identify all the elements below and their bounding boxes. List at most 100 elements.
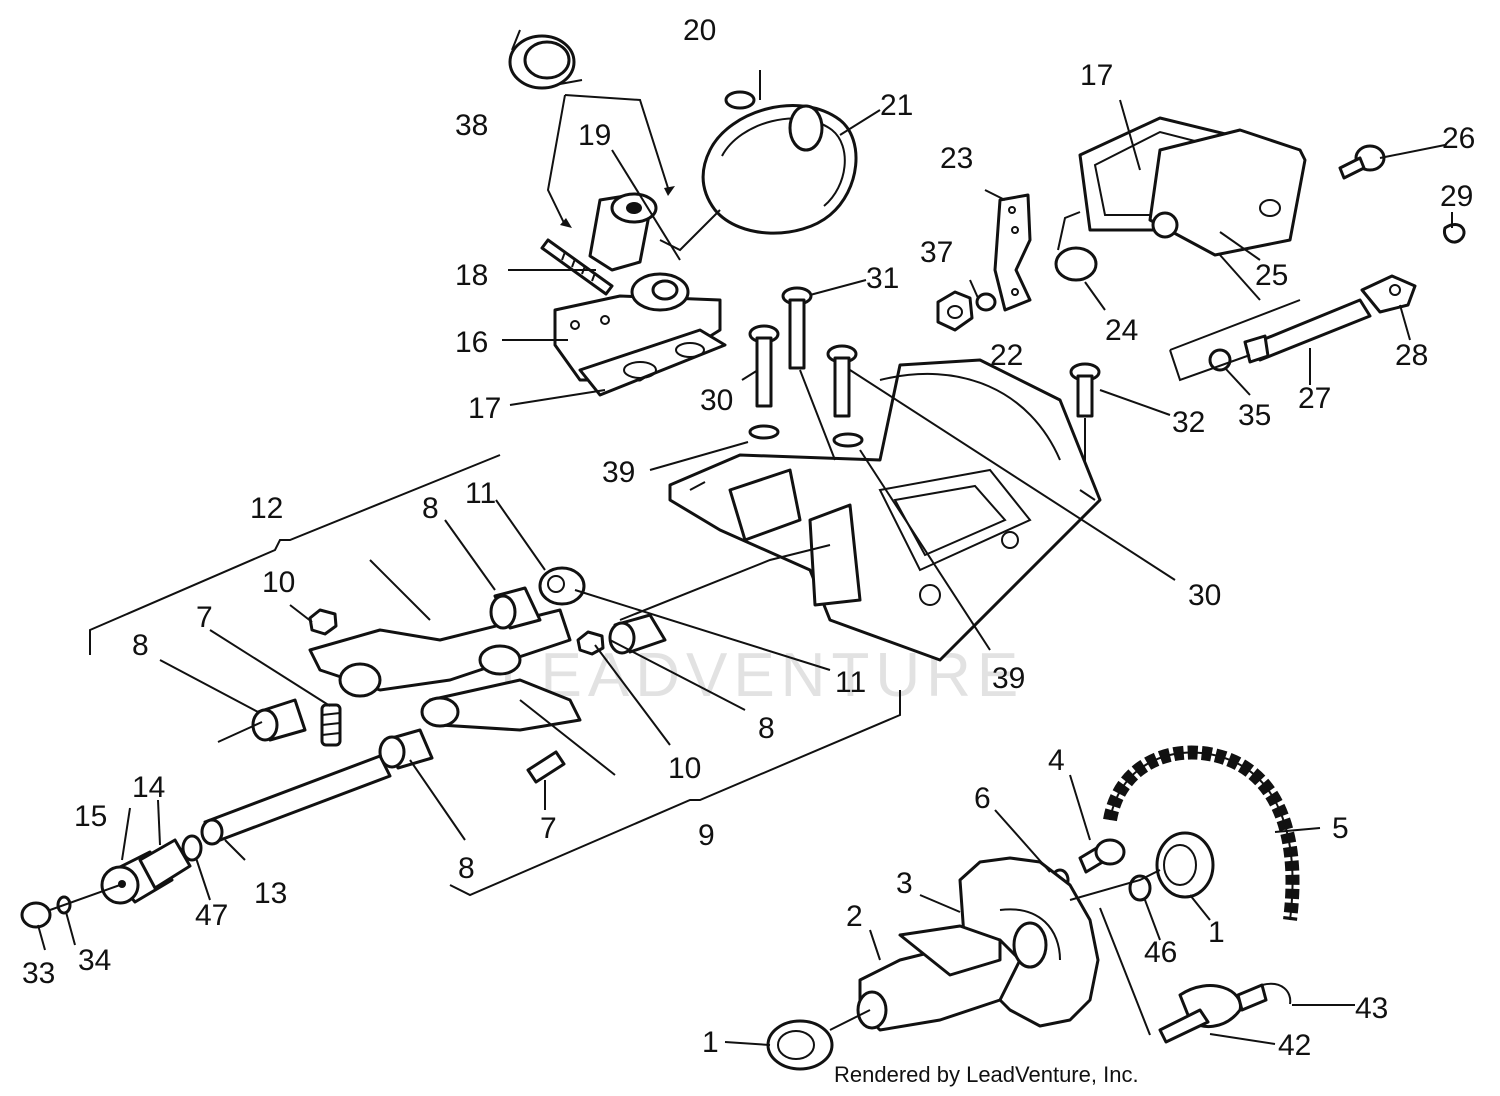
shaft-27-outline [1169,254,1301,382]
washer-37 [975,292,997,312]
callout-8c: 8 [758,712,775,745]
cover-25 [1148,128,1307,257]
callout-8a: 8 [422,492,439,525]
cylinder-head [668,358,1102,662]
bushing-8-left [251,698,307,742]
callout-25: 25 [1255,259,1288,292]
callout-29: 29 [1440,180,1473,213]
gasket-17-left [578,328,727,397]
oring-47 [181,834,203,862]
callout-11b: 11 [835,666,866,699]
callout-46: 46 [1144,936,1177,969]
camshaft-2 [856,921,1048,1032]
callout-17a: 17 [468,392,501,425]
spacer-14 [138,838,192,890]
callout-39b: 39 [992,662,1025,695]
callout-27: 27 [1298,382,1331,415]
callout-32: 32 [1172,406,1205,439]
callout-21: 21 [880,89,913,122]
callout-38: 38 [455,109,488,142]
callout-10a: 10 [262,566,295,599]
bushing-8-right [608,613,667,655]
callout-23: 23 [940,142,973,175]
callout-22: 22 [990,339,1023,372]
nut-22 [936,290,974,332]
hose-clamp-38 [508,29,583,90]
callout-7b: 7 [540,812,557,845]
callout-12: 12 [250,492,283,525]
arrows-38 [546,94,675,228]
bracket-9 [449,690,901,897]
callout-1b: 1 [702,1026,719,1059]
callout-37: 37 [920,236,953,269]
rocker-arm-assembly [308,559,616,776]
bolt-33 [20,901,52,929]
shaft-27 [1243,298,1372,364]
chain-5 [1103,745,1300,921]
callout-24: 24 [1105,314,1138,347]
callout-17b: 17 [1080,59,1113,92]
bearing-1-upper [1155,831,1215,899]
adjust-screw-7-left [320,703,342,747]
bolt-30-right [826,344,858,418]
adjust-screw-7-right [526,750,566,784]
callout-34: 34 [78,944,111,977]
callout-5: 5 [1332,812,1349,845]
bolt-31 [781,286,813,370]
callout-8d: 8 [458,852,475,885]
callout-14: 14 [132,771,165,804]
bracket-23 [993,193,1032,312]
spring-24 [1054,211,1098,282]
callout-1a: 1 [1208,916,1225,949]
bearing-1-lower [766,1019,834,1071]
screw-26 [1338,144,1386,180]
oring-35 [1208,348,1232,372]
callout-15: 15 [74,800,107,833]
callout-18: 18 [455,259,488,292]
callout-4: 4 [1048,744,1065,777]
callout-8b: 8 [132,629,149,662]
bolt-32 [1069,362,1101,490]
callout-28: 28 [1395,339,1428,372]
rocker-base-16 [553,272,722,382]
bolt-30-left [748,324,780,408]
leader-lines [37,70,1453,1046]
callout-39a: 39 [602,456,635,489]
callout-11a: 11 [465,477,496,510]
callout-9: 9 [698,819,715,852]
callout-47: 47 [195,899,228,932]
bracket-12 [89,454,501,655]
breather-tube-19 [588,192,658,272]
footer-credit: Rendered by LeadVenture, Inc. [834,1062,1139,1087]
callout-30a: 30 [700,384,733,417]
callout-7a: 7 [196,601,213,634]
callout-31: 31 [866,262,899,295]
callout-16: 16 [455,326,488,359]
rocker-shaft-13 [200,754,392,846]
callout-33: 33 [22,957,55,990]
rocker-cover-21 [659,90,858,252]
callout-6: 6 [974,782,991,815]
callout-19: 19 [578,119,611,152]
spring-43 [1236,982,1292,1012]
axis-line-cam [829,869,1161,1036]
lever-28 [1360,274,1417,314]
clip-29 [1442,223,1466,244]
washers-39 [748,424,864,448]
callout-2: 2 [846,900,863,933]
nut-10-left [308,608,338,636]
bolt-4 [1078,838,1126,874]
bushing-8-top [489,586,542,630]
callout-30b: 30 [1188,579,1221,612]
callout-35: 35 [1238,399,1271,432]
callout-26: 26 [1442,122,1475,155]
rocker-42 [1158,984,1242,1044]
callout-20: 20 [683,14,716,47]
callout-3: 3 [896,867,913,900]
callout-43: 43 [1355,992,1388,1025]
callout-13: 13 [254,877,287,910]
cap-11-top [538,566,586,606]
callout-10b: 10 [668,752,701,785]
callout-42: 42 [1278,1029,1311,1062]
